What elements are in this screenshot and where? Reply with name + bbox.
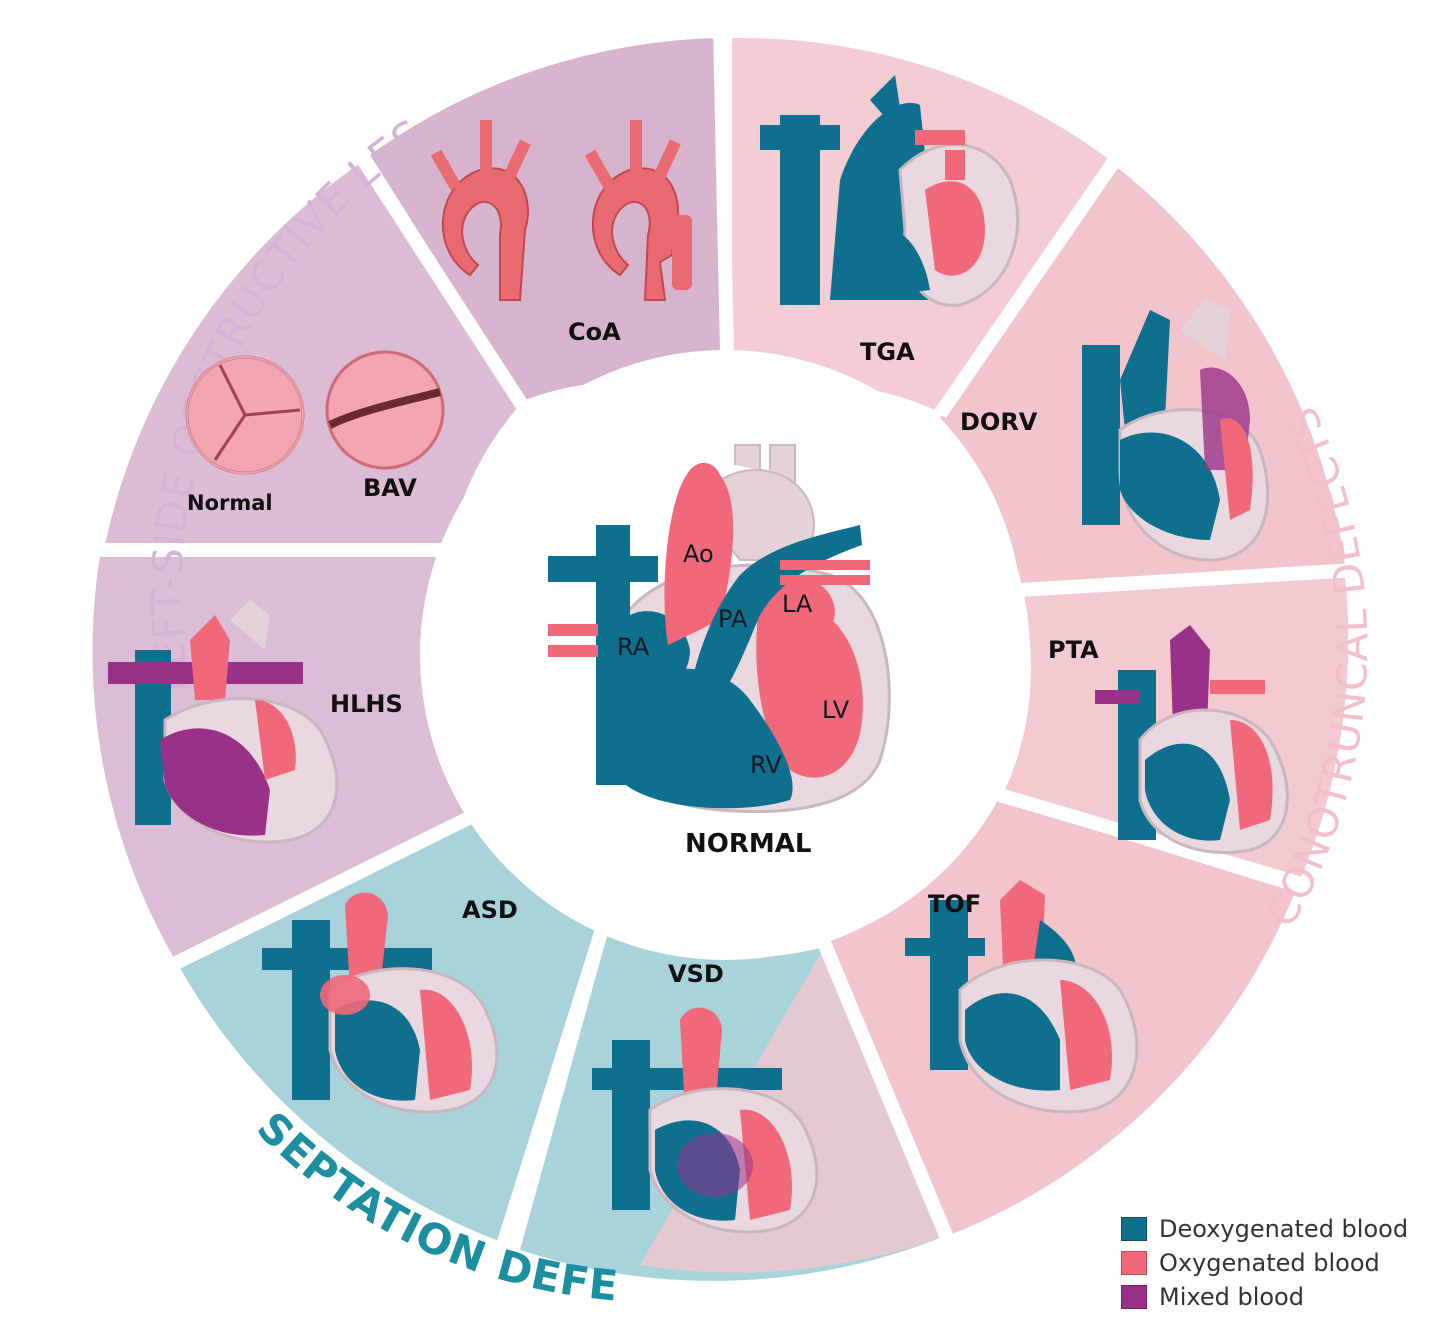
label-asd: ASD	[462, 896, 518, 924]
legend-item-deoxygenated: Deoxygenated blood	[1121, 1212, 1431, 1246]
hlhs-heart	[108, 600, 339, 844]
legend-item-oxygenated: Oxygenated blood	[1121, 1246, 1431, 1280]
label-coa: CoA	[568, 318, 621, 346]
legend: Deoxygenated blood Oxygenated blood Mixe…	[1121, 1212, 1431, 1314]
label-pa: PA	[718, 605, 748, 633]
legend-label: Oxygenated blood	[1159, 1249, 1380, 1277]
valve-illustrations	[185, 350, 445, 475]
label-tof: TOF	[928, 890, 981, 918]
label-lv: LV	[822, 696, 850, 724]
legend-swatch-oxygenated	[1121, 1251, 1147, 1275]
vsd-heart	[592, 1007, 819, 1234]
label-ra: RA	[617, 633, 650, 661]
label-tga: TGA	[860, 338, 915, 366]
normal-heart: Ao PA LA RA LV RV	[548, 444, 891, 813]
label-vsd: VSD	[668, 960, 724, 988]
legend-label: Deoxygenated blood	[1159, 1215, 1409, 1243]
legend-item-mixed: Mixed blood	[1121, 1280, 1431, 1314]
label-rv: RV	[750, 751, 782, 779]
label-pta: PTA	[1048, 636, 1099, 664]
label-hlhs: HLHS	[330, 690, 403, 718]
tga-heart	[760, 75, 1020, 307]
pta-heart	[1095, 625, 1289, 855]
label-valve-normal: Normal	[187, 491, 273, 515]
label-valve-bav: BAV	[363, 474, 417, 502]
coa-illustration	[430, 120, 692, 301]
normal-title: NORMAL	[685, 829, 811, 859]
label-dorv: DORV	[960, 408, 1038, 436]
legend-swatch-deoxygenated	[1121, 1217, 1147, 1241]
tof-heart	[905, 880, 1139, 1114]
label-ao: Ao	[683, 540, 714, 568]
dorv-heart	[1082, 300, 1270, 562]
label-la: LA	[782, 590, 813, 618]
valve-bav	[325, 350, 445, 470]
valve-normal	[185, 355, 305, 475]
legend-swatch-mixed	[1121, 1285, 1147, 1309]
asd-heart	[262, 892, 499, 1114]
legend-label: Mixed blood	[1159, 1283, 1304, 1311]
